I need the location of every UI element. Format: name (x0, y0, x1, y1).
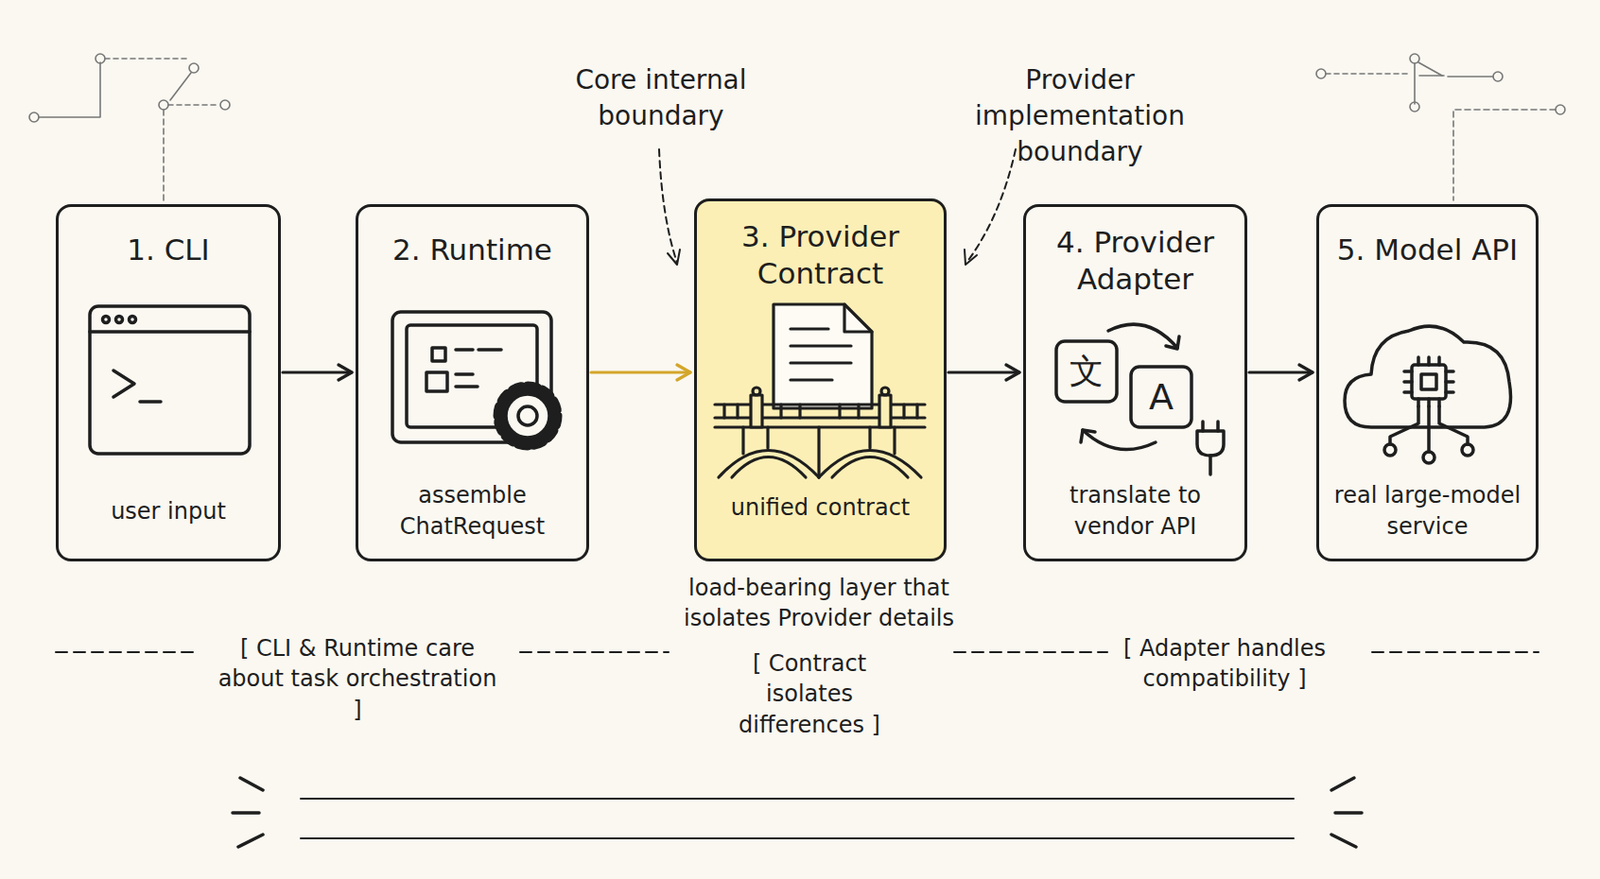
annotation: [ Contract isolates differences ] (710, 648, 909, 741)
process-box: 3. Provider Contract unified contract (694, 198, 947, 562)
terminal-icon (89, 306, 250, 454)
footer-rule (300, 799, 1294, 839)
box-title: 4. Provider Adapter (1026, 224, 1245, 298)
process-box: 2. Runtime assemble ChatRequest (355, 204, 590, 562)
box-description: translate to vendor API (1026, 480, 1245, 542)
runtime-icon (392, 312, 557, 445)
box-title: 2. Runtime (382, 231, 562, 269)
flow-arrow (591, 370, 691, 374)
flow-arrow (1249, 370, 1313, 374)
box-title: 3. Provider Contract (696, 218, 944, 293)
process-box: 5. Model API real large-model service (1316, 204, 1539, 562)
contract-bridge-icon (714, 304, 925, 478)
process-box: 1. CLI user input (55, 204, 281, 562)
callout-label: Core internal boundary (556, 62, 766, 135)
box-description: real large-model service (1319, 480, 1536, 542)
circuit-decoration (29, 53, 1566, 201)
annotation: load-bearing layer that isolates Provide… (677, 573, 961, 635)
emphasis-ticks (232, 778, 1362, 848)
box-description: user input (101, 496, 236, 527)
box-title: 1. CLI (117, 231, 220, 269)
process-box: 4. Provider Adapter translate to vendor A… (1023, 204, 1248, 562)
flow-arrow (282, 370, 352, 374)
annotation: [ CLI & Runtime care about task orchestr… (215, 633, 500, 726)
glyph-label: 文 (1062, 350, 1111, 392)
glyph-label: A (1137, 376, 1185, 420)
callout-label: Provider implementation boundary (919, 62, 1241, 170)
box-description: unified contract (721, 492, 921, 523)
flow-arrow (948, 370, 1020, 374)
box-title: 5. Model API (1327, 231, 1528, 269)
box-description: assemble ChatRequest (358, 480, 587, 542)
cloud-chip-icon (1344, 326, 1512, 464)
annotation: [ Adapter handles compatibility ] (1114, 633, 1335, 696)
contract-fill (694, 198, 947, 562)
adapter-icon (1056, 324, 1224, 475)
